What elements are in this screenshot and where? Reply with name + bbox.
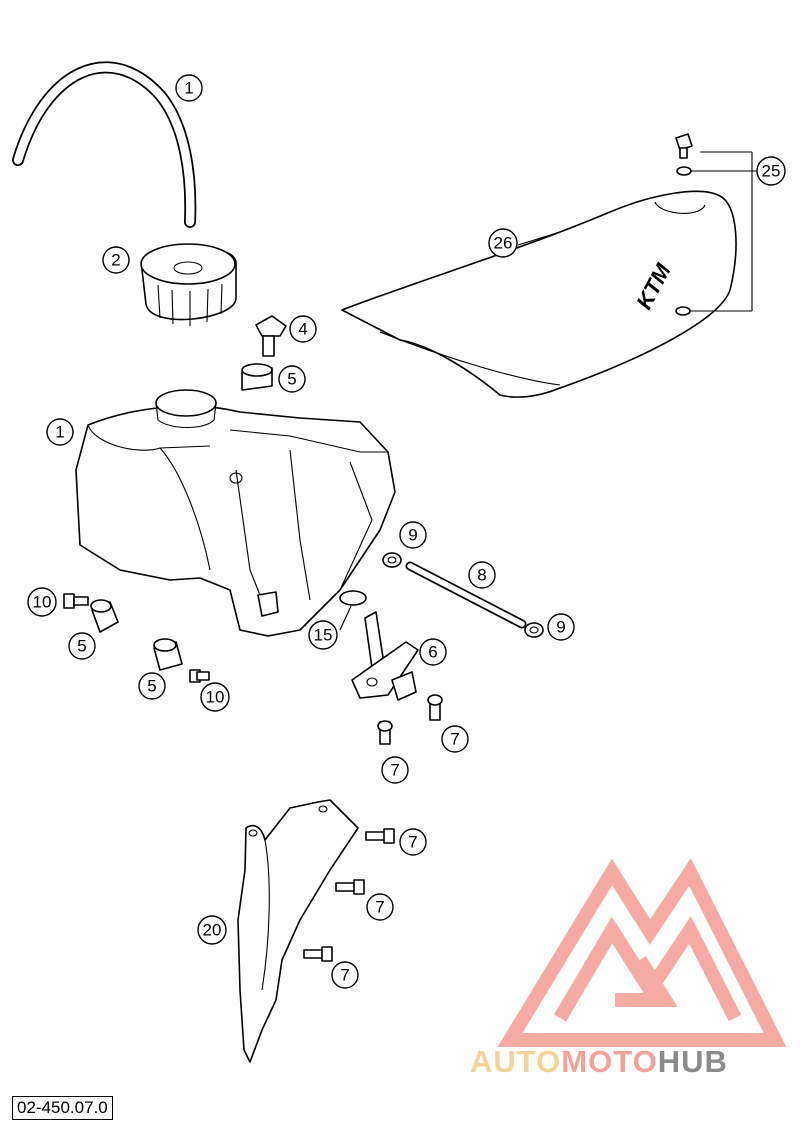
callout-10-right: 10 <box>200 682 230 712</box>
callout-3: 1 <box>175 74 203 102</box>
fuel-line <box>405 561 527 629</box>
svg-text:25: 25 <box>762 162 781 181</box>
svg-text:1: 1 <box>184 79 193 98</box>
svg-text:7: 7 <box>408 833 417 852</box>
hose-clamp-9-top <box>382 552 402 568</box>
svg-text:20: 20 <box>203 921 222 940</box>
svg-text:10: 10 <box>206 688 225 707</box>
svg-text:9: 9 <box>556 618 565 637</box>
svg-text:7: 7 <box>450 730 459 749</box>
svg-text:7: 7 <box>375 898 384 917</box>
callout-7-b: 7 <box>381 756 409 784</box>
callout-10-left: 10 <box>27 587 57 617</box>
callout-2: 2 <box>102 246 130 274</box>
callout-7-a: 7 <box>441 725 469 753</box>
bolt-4 <box>255 315 287 357</box>
svg-text:4: 4 <box>298 320 307 339</box>
svg-text:2: 2 <box>111 251 120 270</box>
leader-lines <box>339 151 757 631</box>
diagram-code: 02-450.07.0 <box>12 1096 113 1120</box>
svg-text:7: 7 <box>340 966 349 985</box>
o-ring-15 <box>339 590 367 606</box>
callout-20: 20 <box>197 915 227 945</box>
bushing-5-lower <box>153 638 183 671</box>
fuel-tap <box>351 611 419 701</box>
callout-7-c: 7 <box>399 828 427 856</box>
bushing-5-left <box>90 599 119 633</box>
callout-8: 8 <box>468 561 496 589</box>
svg-text:1: 1 <box>55 423 64 442</box>
callout-6: 6 <box>419 638 447 666</box>
callout-26: 26 <box>488 228 518 258</box>
callout-5-lower: 5 <box>138 672 166 700</box>
callout-4: 4 <box>289 315 317 343</box>
screw-10-left <box>63 593 89 609</box>
screw-7-d <box>335 879 365 895</box>
svg-text:6: 6 <box>428 643 437 662</box>
screw-7-c <box>365 828 395 844</box>
callout-9-top: 9 <box>399 521 427 549</box>
callout-5-left: 5 <box>68 632 96 660</box>
callout-25: 25 <box>756 156 786 186</box>
svg-text:5: 5 <box>147 677 156 696</box>
screw-7-b <box>377 720 393 745</box>
svg-text:5: 5 <box>77 637 86 656</box>
svg-text:10: 10 <box>33 593 52 612</box>
callout-9-bottom: 9 <box>547 613 575 641</box>
screw-7-e <box>303 946 333 962</box>
screw-7-a <box>427 694 443 721</box>
tank-spoiler <box>237 799 359 1063</box>
screw-10-right <box>189 669 210 683</box>
callout-7-e: 7 <box>331 961 359 989</box>
callout-7-d: 7 <box>366 893 394 921</box>
breather-hose <box>12 61 197 228</box>
callout-5-top: 5 <box>278 365 306 393</box>
callout-1: 1 <box>46 418 74 446</box>
svg-text:26: 26 <box>494 234 513 253</box>
svg-text:5: 5 <box>287 370 296 389</box>
seat: KTM <box>341 190 737 398</box>
svg-text:15: 15 <box>314 626 333 645</box>
svg-text:8: 8 <box>477 566 486 585</box>
callout-15: 15 <box>308 620 338 650</box>
svg-text:9: 9 <box>408 526 417 545</box>
bushing-5-top <box>241 363 273 391</box>
svg-text:7: 7 <box>390 761 399 780</box>
hose-clamp-9-bottom <box>524 622 544 638</box>
fuel-tank <box>75 389 396 637</box>
tank-cap <box>140 243 237 326</box>
